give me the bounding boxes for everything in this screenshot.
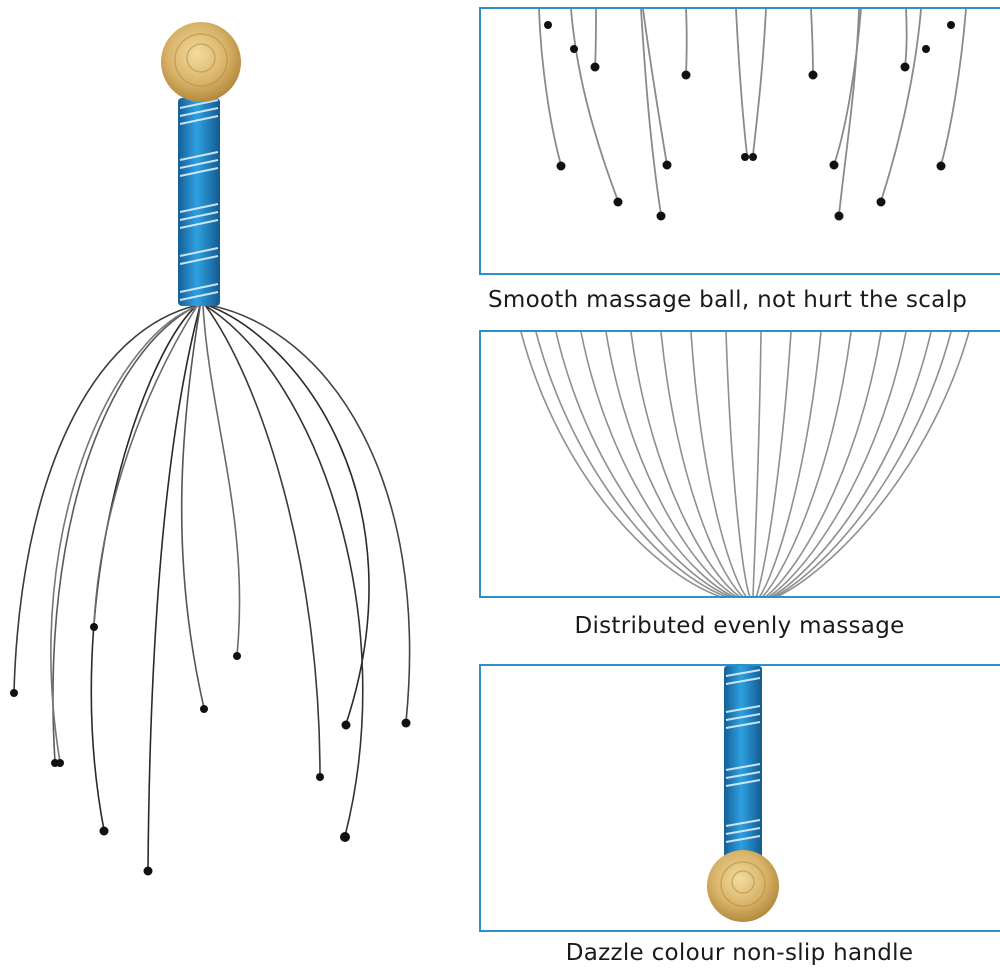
wooden-knob <box>161 22 241 102</box>
handle-closeup <box>707 666 779 922</box>
wire-prongs <box>13 304 411 871</box>
blue-handle <box>178 98 220 306</box>
detail-panel-handle <box>479 664 1000 932</box>
ball-tips-closeup <box>538 9 967 221</box>
massage-ball-tips <box>10 623 411 876</box>
caption-distributed: Distributed evenly massage <box>574 613 905 639</box>
detail-panel-distributed <box>479 330 1000 598</box>
distributed-wires-closeup <box>520 332 970 596</box>
caption-ball: Smooth massage ball, not hurt the scalp <box>488 287 968 313</box>
head-massager-image <box>10 22 411 876</box>
caption-handle: Dazzle colour non-slip handle <box>565 940 914 966</box>
detail-panel-ball-tips <box>479 7 1000 275</box>
